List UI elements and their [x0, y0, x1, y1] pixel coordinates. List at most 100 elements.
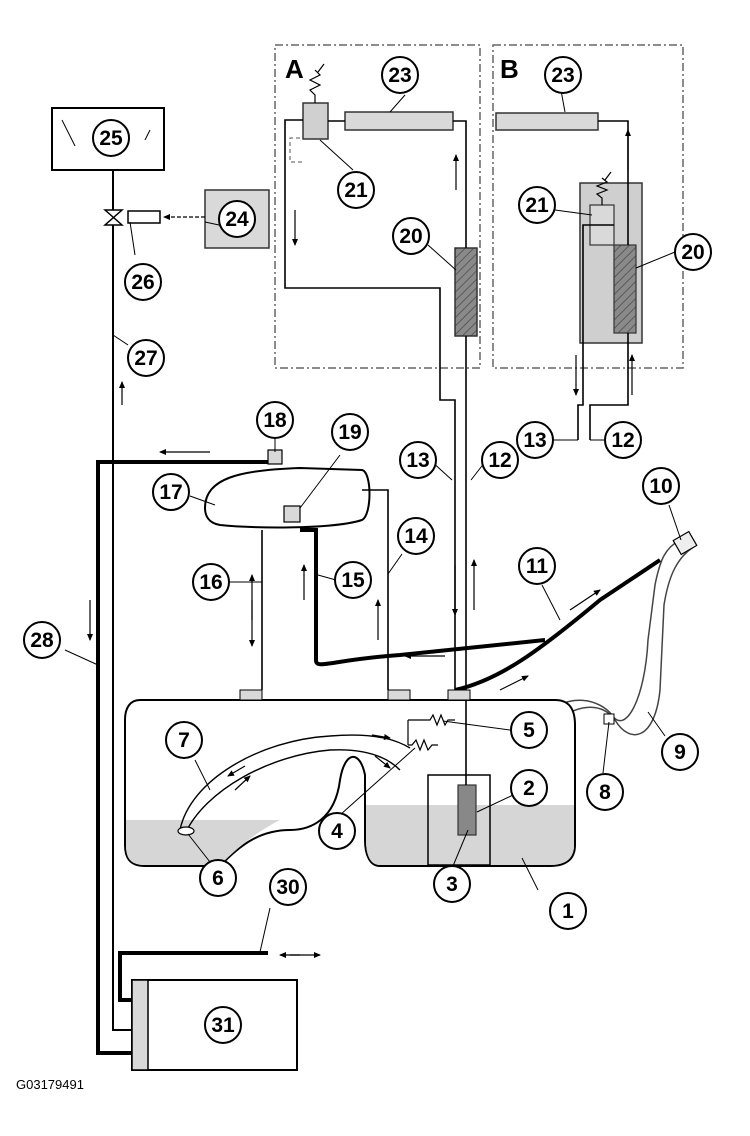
pressure-regulator-a	[302, 102, 329, 140]
flow-arrow-11b	[569, 589, 601, 611]
callout-4-text: 4	[331, 820, 343, 843]
callout-23-b: 23	[544, 56, 582, 94]
separator-outlet	[362, 489, 389, 690]
transfer-line-7b	[184, 749, 401, 835]
vapour-line-28	[96, 460, 270, 1055]
fuel-filter-a	[454, 247, 478, 337]
callout-19: 19	[331, 413, 369, 451]
flow-arrow-7c	[234, 775, 251, 791]
supply-line-a	[453, 120, 467, 700]
callout-1: 1	[549, 892, 587, 930]
callout-28: 28	[23, 621, 61, 659]
callout-26: 26	[124, 263, 162, 301]
callout-20-b-text: 20	[681, 241, 704, 264]
flow-arrow-7b	[371, 734, 391, 740]
filler-cap	[672, 530, 698, 556]
return-line-b	[577, 224, 614, 440]
callout-9: 9	[661, 733, 699, 771]
callout-16: 16	[192, 563, 230, 601]
callout-21-text: 21	[344, 179, 368, 202]
callout-23-text: 23	[388, 64, 411, 87]
fuel-pump-2	[457, 784, 477, 836]
tank-port-14	[387, 689, 411, 701]
intake-needle	[61, 119, 76, 147]
callout-18: 18	[256, 401, 294, 439]
callout-12: 12	[481, 441, 519, 479]
purge-line-lower	[112, 460, 132, 1031]
evap-canister	[131, 979, 298, 1071]
callout-13: 13	[399, 441, 437, 479]
callout-23: 23	[381, 56, 419, 94]
leader-lines	[64, 84, 682, 953]
evap-canister-ports	[131, 979, 149, 1071]
callout-8-text: 8	[599, 781, 611, 804]
callout-24: 24	[218, 200, 256, 238]
callout-15-text: 15	[341, 569, 365, 592]
callout-7: 7	[165, 721, 203, 759]
transfer-line-7	[179, 734, 411, 831]
callout-10: 10	[642, 467, 680, 505]
callout-6: 6	[199, 859, 237, 897]
callout-1-text: 1	[562, 900, 574, 923]
line-15	[300, 528, 546, 667]
callout-25-text: 25	[99, 127, 123, 150]
callout-17: 17	[152, 473, 190, 511]
callout-11: 11	[518, 547, 556, 585]
callout-17-text: 17	[159, 481, 182, 504]
callout-19-text: 19	[338, 421, 361, 444]
callout-2: 2	[510, 769, 548, 807]
callout-30-text: 30	[276, 876, 299, 899]
callout-21: 21	[337, 171, 375, 209]
callout-25: 25	[92, 119, 130, 157]
regulator-vacuum-line-a	[289, 137, 305, 163]
callout-20: 20	[392, 217, 430, 255]
callout-2-text: 2	[523, 777, 535, 800]
callout-16-text: 16	[199, 571, 222, 594]
callout-26-text: 26	[131, 271, 154, 294]
callout-12-text: 12	[488, 449, 511, 472]
callout-7-text: 7	[178, 729, 190, 752]
rollover-valve-19	[283, 505, 301, 523]
callout-13-text: 13	[406, 449, 429, 472]
callout-3-text: 3	[446, 873, 458, 896]
purge-valve-solenoid	[127, 210, 161, 224]
fuel-rail-a	[344, 111, 454, 131]
callout-11-text: 11	[526, 555, 549, 578]
flow-arrow-7	[227, 765, 246, 777]
frame-b	[492, 44, 684, 369]
frame-a	[274, 44, 481, 369]
filler-vent-pipe	[454, 558, 662, 692]
callout-12-b: 12	[604, 421, 642, 459]
tank-port-12	[447, 689, 471, 701]
callout-13-b-text: 13	[523, 429, 546, 452]
callout-27-text: 27	[134, 347, 157, 370]
callout-13-b: 13	[516, 421, 554, 459]
callout-9-text: 9	[674, 741, 686, 764]
callout-8: 8	[586, 773, 624, 811]
callout-23-b-text: 23	[551, 64, 574, 87]
frame-b-label: B	[500, 54, 519, 84]
flow-arrow-7d	[374, 755, 391, 769]
tank-port-16	[239, 689, 263, 701]
callout-21-b: 21	[518, 186, 556, 224]
callout-14: 14	[397, 517, 435, 555]
callout-4: 4	[318, 812, 356, 850]
callout-20-text: 20	[399, 225, 422, 248]
callout-14-text: 14	[404, 525, 428, 548]
callout-5: 5	[510, 711, 548, 749]
callout-10-text: 10	[649, 475, 672, 498]
callout-28-text: 28	[30, 629, 54, 652]
callout-6-text: 6	[212, 867, 224, 890]
vent-line-30	[118, 951, 268, 1002]
callout-3: 3	[433, 865, 471, 903]
valve-5	[407, 713, 455, 745]
pickup-6	[177, 826, 195, 836]
jet-pump-4	[408, 738, 438, 752]
purge-valve-symbol	[103, 209, 124, 226]
callout-18-text: 18	[263, 409, 287, 432]
regulator-spring-b	[595, 171, 612, 205]
fuel-rail-b	[495, 112, 599, 131]
flow-arrow-11c	[499, 675, 529, 691]
frame-a-label: A	[285, 54, 304, 84]
callout-21-b-text: 21	[525, 194, 549, 217]
